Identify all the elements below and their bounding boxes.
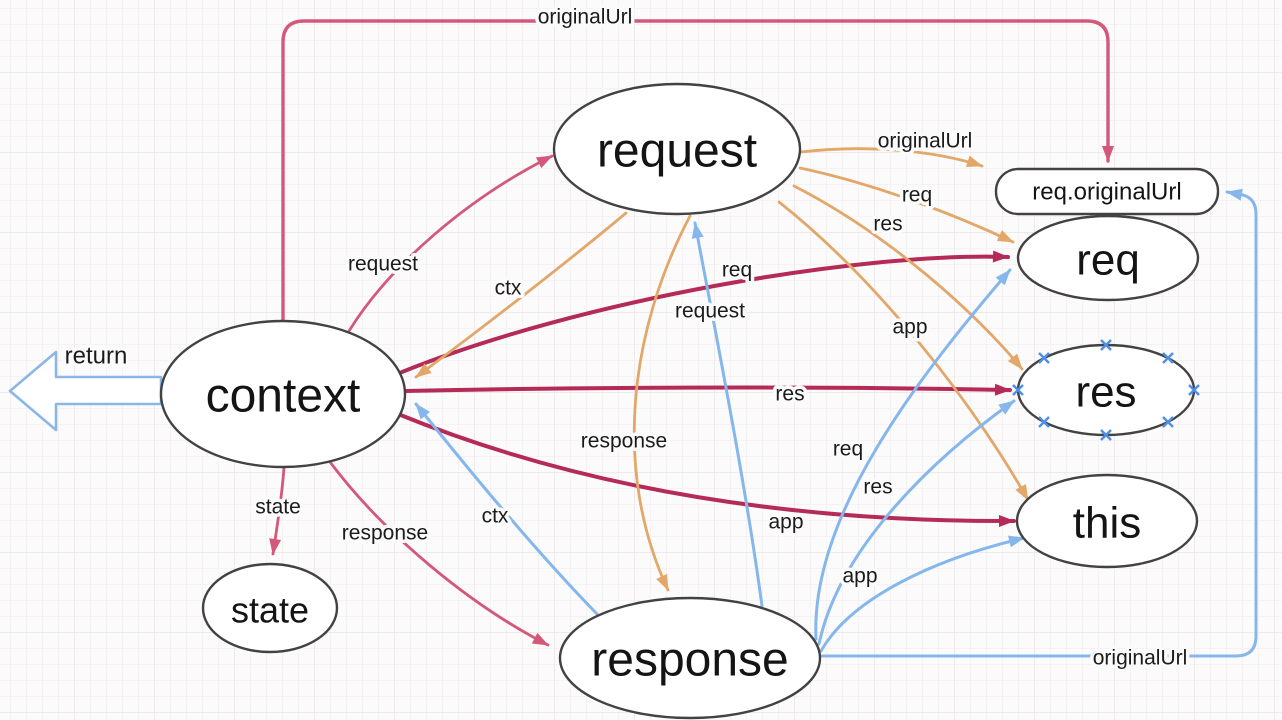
node-request-shape[interactable] bbox=[552, 82, 802, 216]
node-request[interactable]: request bbox=[552, 82, 802, 216]
connection-point-icon[interactable] bbox=[1162, 416, 1174, 428]
nodes-layer: context request response state req res bbox=[159, 82, 1220, 720]
node-request-label: request bbox=[597, 125, 757, 178]
edge-label-response-req: req bbox=[833, 438, 863, 461]
node-response-label: response bbox=[591, 634, 788, 687]
node-this-shape[interactable] bbox=[1015, 473, 1199, 569]
node-response[interactable]: response bbox=[558, 596, 822, 720]
edges-layer bbox=[269, 19, 1258, 658]
node-context[interactable]: context bbox=[159, 319, 407, 469]
edge-request-to-this[interactable] bbox=[777, 200, 1030, 502]
edge-request-to-originalurl[interactable] bbox=[799, 147, 984, 168]
edge-context-to-state[interactable] bbox=[269, 465, 286, 556]
edge-label-context-response: response bbox=[342, 522, 428, 545]
connection-point-icon[interactable] bbox=[1100, 429, 1112, 441]
edge-label-context-originalurl: originalUrl bbox=[538, 6, 633, 29]
connection-point-icon[interactable] bbox=[1162, 352, 1174, 364]
node-req-shape[interactable] bbox=[1016, 214, 1200, 302]
edge-context-to-this[interactable] bbox=[396, 412, 1016, 528]
node-state[interactable]: state bbox=[201, 562, 339, 654]
edge-label-context-res: res bbox=[775, 383, 804, 406]
edge-label-response-ctx: ctx bbox=[482, 505, 509, 528]
edge-label-context-state: state bbox=[255, 496, 301, 519]
connection-point-icon[interactable] bbox=[1038, 352, 1050, 364]
edge-request-to-response[interactable] bbox=[632, 214, 692, 592]
edge-label-request-res: res bbox=[873, 213, 902, 236]
edge-label-response-request: request bbox=[675, 300, 745, 323]
edge-response-to-res[interactable] bbox=[817, 399, 1016, 646]
edge-label-context-request: request bbox=[348, 253, 418, 276]
edge-request-to-req[interactable] bbox=[798, 166, 1015, 244]
return-arrow[interactable]: return bbox=[8, 339, 163, 432]
node-state-label: state bbox=[231, 590, 309, 631]
edge-label-request-ctx: ctx bbox=[495, 277, 522, 300]
node-req-originalurl-label: req.originalUrl bbox=[1032, 179, 1181, 206]
edge-context-to-res[interactable] bbox=[403, 383, 1012, 396]
connection-point-icon[interactable] bbox=[1038, 416, 1050, 428]
edge-request-to-res[interactable] bbox=[792, 184, 1024, 371]
edge-label-response-app: app bbox=[842, 565, 877, 588]
edge-context-to-response[interactable] bbox=[328, 460, 550, 647]
edge-label-context-req: req bbox=[722, 259, 752, 282]
edge-response-to-req[interactable] bbox=[814, 268, 1012, 641]
node-req-originalurl-shape[interactable] bbox=[994, 167, 1220, 216]
edge-labels-layer: originalUrl request ctx req request orig… bbox=[252, 2, 1191, 673]
node-this[interactable]: this bbox=[1015, 473, 1199, 569]
connection-point-icon[interactable] bbox=[1100, 339, 1112, 351]
edge-response-to-originalurl[interactable] bbox=[820, 188, 1258, 658]
connection-point-icon[interactable] bbox=[1188, 384, 1200, 396]
edge-label-request-req: req bbox=[902, 184, 932, 207]
node-req[interactable]: req bbox=[1016, 214, 1200, 302]
return-arrow-label: return bbox=[65, 343, 128, 370]
edge-label-context-app: app bbox=[768, 511, 803, 534]
edge-response-to-request[interactable] bbox=[691, 221, 764, 608]
edge-label-request-originalurl: originalUrl bbox=[878, 130, 973, 153]
edge-label-request-app: app bbox=[892, 316, 927, 339]
edge-context-to-req[interactable] bbox=[400, 250, 1010, 374]
res-connection-points bbox=[1012, 339, 1200, 441]
edge-context-to-originalurl[interactable] bbox=[281, 19, 1114, 323]
edge-label-request-response: response bbox=[581, 430, 667, 453]
connection-point-icon[interactable] bbox=[1012, 384, 1024, 396]
edge-response-to-this[interactable] bbox=[819, 535, 1026, 653]
edge-response-to-context[interactable] bbox=[414, 402, 599, 616]
edge-label-response-originalurl: originalUrl bbox=[1093, 647, 1188, 670]
node-context-shape[interactable] bbox=[159, 319, 407, 469]
node-this-label: this bbox=[1073, 499, 1141, 548]
edge-context-to-request[interactable] bbox=[347, 154, 554, 333]
node-req-originalurl[interactable]: req.originalUrl bbox=[994, 167, 1220, 216]
node-req-label: req bbox=[1076, 236, 1140, 285]
edge-label-response-res: res bbox=[863, 476, 892, 499]
node-res-label: res bbox=[1075, 368, 1136, 417]
node-response-shape[interactable] bbox=[558, 596, 822, 720]
node-state-shape[interactable] bbox=[201, 562, 339, 654]
edge-request-to-context[interactable] bbox=[414, 211, 628, 379]
node-context-label: context bbox=[206, 370, 361, 423]
